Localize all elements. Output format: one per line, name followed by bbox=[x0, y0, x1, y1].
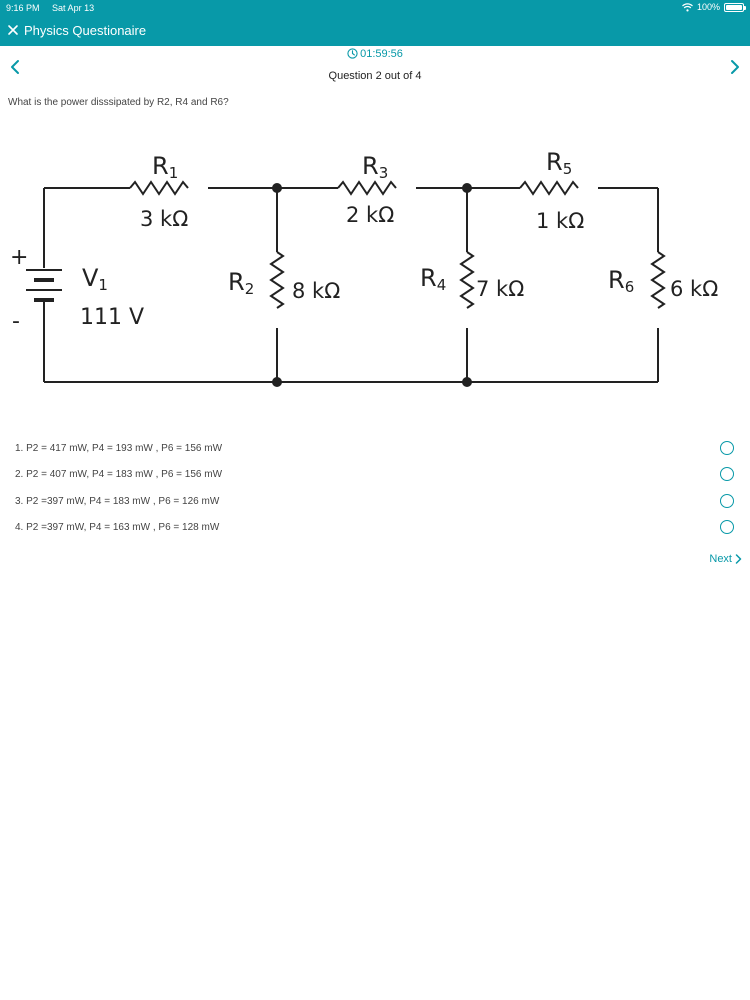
next-label: Next bbox=[709, 553, 732, 565]
battery-percent: 100% bbox=[696, 2, 720, 12]
nav-title: Physics Questionaire bbox=[24, 23, 147, 38]
option-label: 1. P2 = 417 mW, P4 = 193 mW , P6 = 156 m… bbox=[15, 443, 223, 454]
status-time: 9:16 PM bbox=[6, 3, 40, 13]
status-time-date: 9:16 PM Sat Apr 13 bbox=[6, 3, 94, 13]
circuit-diagram: + - R1 3 kΩ R3 2 kΩ R5 1 kΩ R2 8 kΩ R4 7… bbox=[10, 148, 718, 387]
r5-label: R5 bbox=[546, 148, 572, 178]
option-label: 4. P2 =397 mW, P4 = 163 mW , P6 = 128 mW bbox=[15, 522, 220, 533]
status-bar: 9:16 PM Sat Apr 13 100% bbox=[0, 0, 750, 16]
r6-value: 6 kΩ bbox=[670, 277, 718, 301]
timer: 01:59:56 bbox=[0, 48, 750, 60]
battery-icon bbox=[724, 2, 746, 12]
radio-button-1[interactable] bbox=[720, 441, 734, 455]
r2-label: R2 bbox=[228, 268, 254, 298]
option-2[interactable]: 2. P2 = 407 mW, P4 = 183 mW , P6 = 156 m… bbox=[0, 463, 750, 489]
r1-value: 3 kΩ bbox=[140, 207, 188, 231]
chevron-right-icon[interactable] bbox=[728, 58, 742, 76]
question-counter: Question 2 out of 4 bbox=[328, 70, 422, 82]
chevron-right-icon bbox=[735, 554, 742, 564]
radio-button-2[interactable] bbox=[720, 467, 734, 481]
option-4[interactable]: 4. P2 =397 mW, P4 = 163 mW , P6 = 128 mW bbox=[0, 516, 750, 542]
v1-label: V1 bbox=[82, 264, 108, 294]
close-icon[interactable] bbox=[6, 23, 20, 37]
option-1[interactable]: 1. P2 = 417 mW, P4 = 193 mW , P6 = 156 m… bbox=[0, 437, 750, 463]
status-date: Sat Apr 13 bbox=[52, 3, 95, 13]
r6-label: R6 bbox=[608, 266, 634, 296]
nav-bar: Physics Questionaire bbox=[0, 16, 750, 46]
r4-value: 7 kΩ bbox=[476, 277, 524, 301]
r2-value: 8 kΩ bbox=[292, 279, 340, 303]
option-label: 2. P2 = 407 mW, P4 = 183 mW , P6 = 156 m… bbox=[15, 469, 223, 480]
r3-label: R3 bbox=[362, 152, 388, 182]
r5-value: 1 kΩ bbox=[536, 209, 584, 233]
wifi-icon bbox=[682, 2, 693, 11]
option-3[interactable]: 3. P2 =397 mW, P4 = 183 mW , P6 = 126 mW bbox=[0, 490, 750, 516]
battery-minus: - bbox=[12, 309, 20, 334]
r1-label: R1 bbox=[152, 152, 178, 182]
battery-plus: + bbox=[10, 245, 28, 270]
question-text: What is the power disssipated by R2, R4 … bbox=[8, 97, 229, 108]
r4-label: R4 bbox=[420, 264, 446, 294]
clock-icon bbox=[347, 48, 358, 59]
option-label: 3. P2 =397 mW, P4 = 183 mW , P6 = 126 mW bbox=[15, 496, 220, 507]
radio-button-4[interactable] bbox=[720, 520, 734, 534]
v1-value: 111 V bbox=[80, 305, 144, 330]
radio-button-3[interactable] bbox=[720, 494, 734, 508]
next-button[interactable]: Next bbox=[709, 553, 742, 565]
chevron-left-icon[interactable] bbox=[8, 58, 22, 76]
timer-value: 01:59:56 bbox=[360, 48, 403, 60]
r3-value: 2 kΩ bbox=[346, 203, 394, 227]
status-right: 100% bbox=[682, 2, 746, 12]
